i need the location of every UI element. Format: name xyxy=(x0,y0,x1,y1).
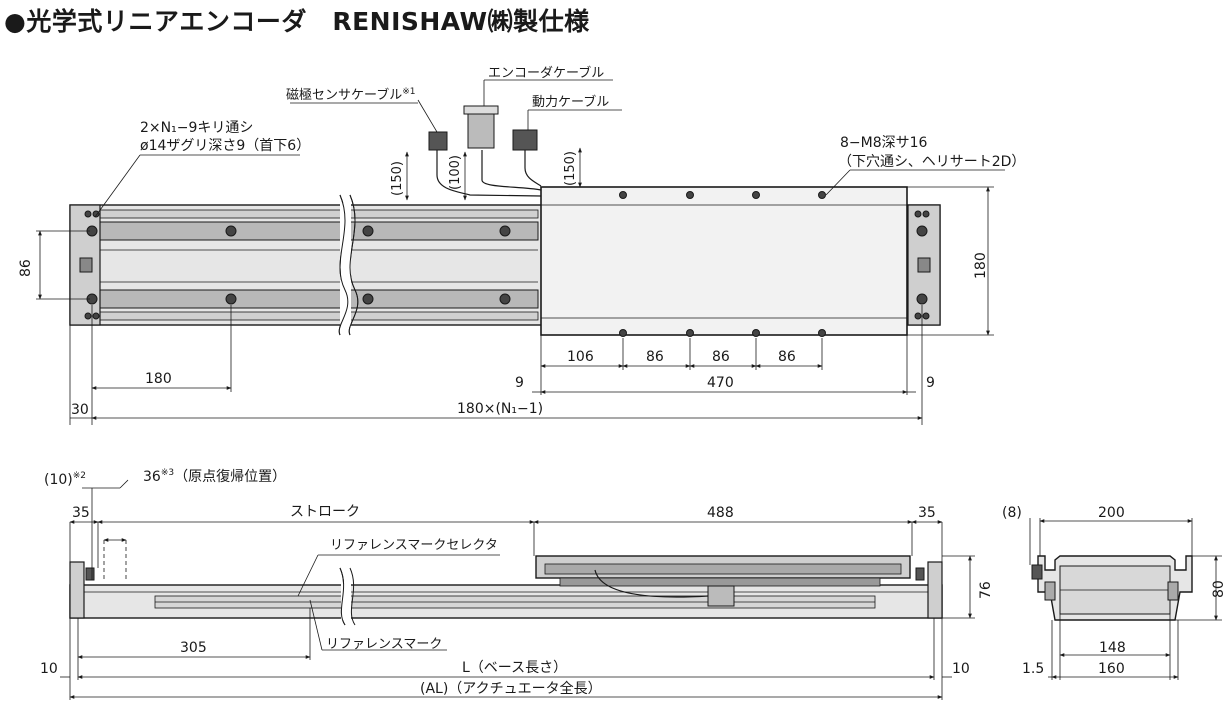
power-connector xyxy=(512,129,538,151)
base-mounting-holes xyxy=(84,210,930,320)
dim-8: (8) xyxy=(1002,505,1022,521)
encoder-connector xyxy=(467,111,495,149)
encoder-cable-label: エンコーダケーブル xyxy=(488,65,604,81)
dim-10-top: (10)※2 xyxy=(44,471,86,488)
stroke-label: ストローク xyxy=(290,504,360,520)
slider-table xyxy=(540,186,908,336)
dim-100: (100) xyxy=(448,155,463,190)
slider-tap-holes xyxy=(619,191,826,337)
dim-1-5: 1.5 xyxy=(1022,661,1044,677)
side-view: (8) 200 80 148 1.5 160 xyxy=(1002,505,1227,680)
magnetic-sensor-connector xyxy=(428,131,448,151)
top-view: 磁極センサケーブル※1 エンコーダケーブル 動力ケーブル 2×N₁−9キリ通シ … xyxy=(18,65,1025,425)
dim-80: 80 xyxy=(1211,580,1227,598)
dim-160: 160 xyxy=(1098,661,1125,677)
tap-note-1: 8−M8深サ16 xyxy=(840,135,928,151)
hole-note-2: ø14ザグリ深さ9（首下6） xyxy=(140,138,310,154)
dim-488: 488 xyxy=(707,505,734,521)
dim-35-left: 35 xyxy=(72,505,90,521)
dim-9-left: 9 xyxy=(515,375,524,391)
cables xyxy=(428,105,542,197)
dim-86-c: 86 xyxy=(778,349,796,365)
dim-30: 30 xyxy=(71,402,89,418)
base-length-label: L（ベース長さ） xyxy=(462,660,567,676)
tap-note-2: （下穴通シ、ヘリサート2D） xyxy=(838,154,1025,170)
dim-9-right: 9 xyxy=(926,375,935,391)
reference-mark-label: リファレンスマーク xyxy=(326,637,442,652)
dim-10-right: 10 xyxy=(952,661,970,677)
dim-35-right: 35 xyxy=(918,505,936,521)
dim-200: 200 xyxy=(1098,505,1125,521)
dim-76: 76 xyxy=(978,581,994,599)
dim-150-right: (150) xyxy=(563,151,578,186)
dim-106: 106 xyxy=(567,349,594,365)
dim-150-left: (150) xyxy=(390,161,405,196)
reference-mark-selector-label: リファレンスマークセレクタ xyxy=(330,538,498,553)
dim-470: 470 xyxy=(707,375,734,391)
dim-36: 36※3（原点復帰位置） xyxy=(143,468,286,485)
dim-305: 305 xyxy=(180,640,207,656)
dim-86-vertical: 86 xyxy=(18,259,34,277)
hole-note-1: 2×N₁−9キリ通シ xyxy=(140,120,253,136)
dim-86-a: 86 xyxy=(646,349,664,365)
dim-180-vertical: 180 xyxy=(973,252,989,279)
power-cable-label: 動力ケーブル xyxy=(532,94,609,110)
actuator-length-label: (AL)（アクチュエータ全長） xyxy=(420,680,602,697)
page-title: ●光学式リニアエンコーダ RENISHAW㈱製仕様 xyxy=(4,7,590,36)
magnetic-cable-label: 磁極センサケーブル※1 xyxy=(286,87,416,103)
dim-10-left: 10 xyxy=(40,661,58,677)
dim-86-b: 86 xyxy=(712,349,730,365)
dim-148: 148 xyxy=(1099,640,1126,656)
dim-pitch: 180×(N₁−1) xyxy=(457,401,543,417)
front-view: (10)※2 36※3（原点復帰位置） 35 ストローク 488 35 リファレ… xyxy=(40,468,994,700)
dim-180: 180 xyxy=(145,371,172,387)
